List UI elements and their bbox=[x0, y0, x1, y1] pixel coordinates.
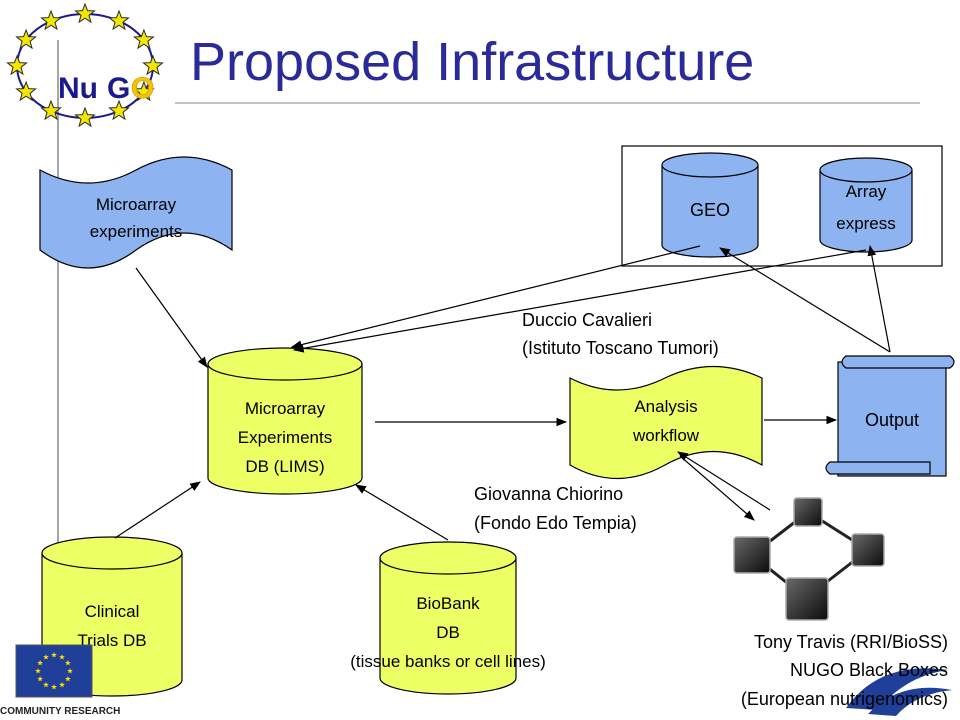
eu-flag-stars bbox=[35, 652, 73, 690]
black-boxes-network bbox=[733, 497, 885, 621]
biobank-label-1: BioBank bbox=[416, 594, 480, 613]
logo-star bbox=[108, 99, 130, 121]
logo-text-o: O bbox=[131, 72, 154, 105]
logo-star bbox=[74, 2, 96, 24]
eu-star bbox=[67, 668, 73, 674]
lims-db-label-3: DB (LIMS) bbox=[245, 457, 324, 476]
eu-flag-logo: COMMUNITY RESEARCH bbox=[0, 644, 120, 717]
output-label: Output bbox=[865, 410, 919, 430]
eu-star bbox=[65, 676, 71, 682]
giovanna-name: Giovanna Chiorino bbox=[474, 484, 623, 504]
logo-stars bbox=[6, 2, 164, 128]
array-express-label-1: Array bbox=[846, 182, 887, 201]
nugo-logo: Nu G O bbox=[6, 2, 164, 128]
analysis-workflow-label-2: workflow bbox=[632, 426, 700, 445]
duccio-affiliation: (Istituto Toscano Tumori) bbox=[522, 338, 719, 358]
lims-db-label-2: Experiments bbox=[238, 428, 332, 447]
clinical-trials-label-2: Trials DB bbox=[77, 631, 146, 650]
logo-text-g: G bbox=[107, 72, 130, 105]
arrow-biobank-to-lims bbox=[355, 484, 449, 541]
logo-star bbox=[142, 54, 164, 76]
geo-label: GEO bbox=[690, 200, 730, 220]
eu-star bbox=[65, 660, 71, 666]
eu-star bbox=[37, 660, 43, 666]
external-databases-box bbox=[621, 145, 943, 267]
eu-star bbox=[43, 681, 49, 688]
page-title: Proposed Infrastructure bbox=[190, 32, 754, 92]
eu-star bbox=[59, 654, 65, 660]
arrow-geo-to-lims bbox=[290, 245, 701, 349]
biobank-label-2: DB bbox=[436, 623, 460, 642]
arrow-blackboxes-to-analysis bbox=[677, 451, 771, 511]
arrow-output-to-geo bbox=[719, 247, 891, 353]
analysis-workflow-label-1: Analysis bbox=[634, 397, 697, 416]
arrow-analysis-to-blackboxes bbox=[679, 455, 755, 521]
black-boxes-label: NUGO Black Boxes bbox=[790, 660, 948, 680]
microarray-experiments-label-1: Microarray bbox=[96, 195, 177, 214]
logo-star bbox=[40, 9, 62, 31]
tony-name: Tony Travis (RRI/BioSS) bbox=[754, 632, 948, 652]
output-node: Output bbox=[825, 355, 955, 477]
microarray-experiments-label-2: experiments bbox=[90, 222, 183, 241]
biobank-db-node: BioBank DB (tissue banks or cell lines) bbox=[350, 541, 546, 695]
arrow-experiments-to-lims bbox=[135, 267, 208, 368]
black-box-cube-right bbox=[851, 533, 885, 567]
biobank-label-3: (tissue banks or cell lines) bbox=[350, 652, 546, 671]
arrow-output-to-arrayexpress bbox=[867, 244, 891, 353]
logo-star bbox=[108, 9, 130, 31]
logo-star bbox=[133, 80, 155, 102]
duccio-name: Duccio Cavalieri bbox=[522, 310, 652, 330]
array-express-node: Array express bbox=[819, 157, 913, 253]
black-box-cube-bottom bbox=[785, 577, 829, 621]
eu-star bbox=[51, 684, 57, 690]
clinical-trials-label-1: Clinical bbox=[85, 602, 140, 621]
array-express-label-2: express bbox=[836, 214, 896, 233]
tony-affiliation: (European nutrigenomics) bbox=[741, 689, 948, 709]
eu-star bbox=[35, 668, 41, 674]
logo-star bbox=[133, 28, 155, 50]
logo-star bbox=[40, 99, 62, 121]
logo-star bbox=[74, 106, 96, 128]
logo-star bbox=[15, 28, 37, 50]
swoosh-logo bbox=[846, 668, 952, 716]
black-box-cube-top bbox=[793, 497, 823, 527]
analysis-workflow-node: Analysis workflow bbox=[569, 365, 763, 479]
logo-text-nu: Nu bbox=[58, 72, 98, 105]
eu-star bbox=[51, 652, 57, 658]
black-box-cube-left bbox=[733, 536, 771, 574]
giovanna-affiliation: (Fondo Edo Tempia) bbox=[474, 513, 637, 533]
arrow-clinical-to-lims bbox=[114, 481, 201, 539]
lims-db-label-1: Microarray bbox=[245, 399, 326, 418]
microarray-experiments-node: Microarray experiments bbox=[39, 156, 233, 269]
eu-star bbox=[59, 681, 65, 688]
logo-star bbox=[15, 80, 37, 102]
eu-star bbox=[43, 654, 49, 660]
geo-node: GEO bbox=[661, 152, 759, 258]
logo-star bbox=[6, 54, 28, 76]
lims-db-node: Microarray Experiments DB (LIMS) bbox=[207, 347, 363, 495]
connector-arrows bbox=[114, 244, 891, 541]
arrow-arrayexpress-to-lims bbox=[292, 249, 867, 353]
eu-community-research-label: COMMUNITY RESEARCH bbox=[0, 706, 120, 717]
eu-star bbox=[37, 676, 43, 682]
